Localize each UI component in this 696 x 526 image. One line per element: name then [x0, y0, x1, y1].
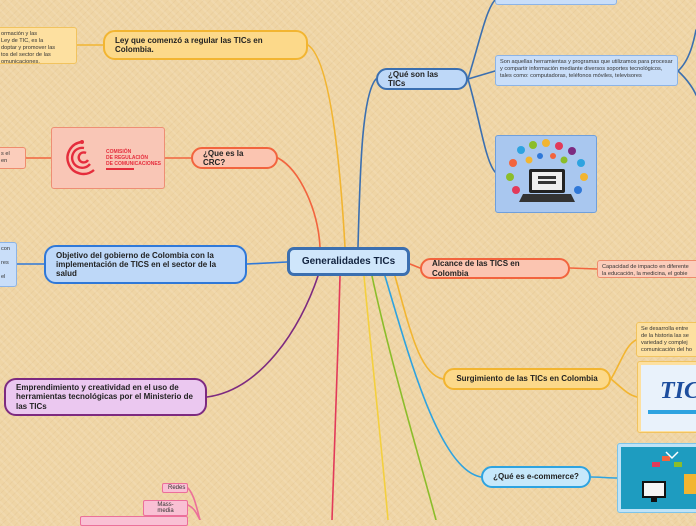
branch-surgimiento[interactable]: Surgimiento de las TICs en Colombia [443, 368, 611, 390]
link-que-son-right [677, 29, 696, 72]
branch-emprendimiento-label: Emprendimiento y creatividad en el uso d… [16, 383, 193, 411]
branch-emprendimiento[interactable]: Emprendimiento y creatividad en el uso d… [4, 378, 207, 416]
note-alcance: Capacidad de impacto en diferente la edu… [597, 260, 696, 278]
link-que-son-note-top [467, 0, 496, 80]
link-ley [307, 44, 346, 248]
branch-crc-label: ¿Que es la CRC? [203, 148, 244, 167]
branch-alcance-label: Alcance de las TICS en Colombia [432, 259, 520, 278]
branch-objetivo[interactable]: Objetivo del gobierno de Colombia con la… [44, 245, 247, 284]
branch-ecommerce-label: ¿Qué es e-commerce? [493, 472, 579, 482]
link-que-son-image [467, 78, 496, 173]
link-surgimiento-note [610, 339, 637, 380]
crc-logo-icon: COMISIÓN DE REGULACIÓN DE COMUNICACIONES [66, 140, 162, 176]
branch-que-son-label: ¿Qué son las TICs [388, 69, 439, 88]
link-crc [277, 157, 321, 248]
link-green [371, 275, 437, 520]
central-topic[interactable]: Generalidades TICs [287, 247, 410, 276]
tics-icons-image [495, 135, 597, 213]
ecommerce-cart-icon [621, 447, 696, 509]
link-que-son [357, 78, 377, 248]
tag-redes[interactable]: Redes [162, 483, 188, 493]
note-crc: s el en [0, 147, 26, 169]
note-objetivo: con res el [0, 242, 17, 287]
crc-logo-line3: DE COMUNICACIONES [106, 161, 162, 167]
link-que-son-right2 [677, 70, 696, 96]
branch-ley-label: Ley que comenzó a regular las TICs en Co… [115, 35, 263, 54]
link-objetivo [246, 261, 288, 265]
branch-alcance[interactable]: Alcance de las TICS en Colombia [420, 258, 570, 279]
note-ley: ormación y las Ley de TIC, es la doptar … [0, 27, 77, 64]
link-surgimiento-img [610, 378, 638, 398]
link-alcance [409, 263, 421, 269]
link-emprendimiento [206, 275, 319, 398]
tag-partial[interactable] [80, 516, 188, 526]
link-alcance-note [569, 267, 598, 270]
tag-mass-media[interactable]: Mass- media [143, 500, 188, 516]
crc-logo-line1: COMISIÓN [106, 147, 132, 155]
note-que-son: Son aquellas herramientas y programas qu… [495, 55, 678, 86]
tic-image-text: TIC [660, 378, 696, 404]
branch-surgimiento-label: Surgimiento de las TICs en Colombia [456, 374, 598, 384]
branch-que-son[interactable]: ¿Qué son las TICs [376, 68, 468, 90]
laptop-apps-icon [506, 139, 588, 202]
note-top-partial [495, 0, 617, 5]
link-ecommerce-img [590, 476, 618, 479]
crc-logo-image: COMISIÓN DE REGULACIÓN DE COMUNICACIONES [51, 127, 165, 189]
note-surgimiento: Se desarrolla entre de la historia las s… [636, 322, 696, 357]
central-topic-label: Generalidades TICs [301, 255, 396, 267]
branch-ecommerce[interactable]: ¿Qué es e-commerce? [481, 466, 591, 488]
branch-ley[interactable]: Ley que comenzó a regular las TICs en Co… [103, 30, 308, 60]
link-ecommerce [384, 275, 482, 478]
branch-objetivo-label: Objetivo del gobierno de Colombia con la… [56, 250, 217, 279]
link-yellow-down [363, 275, 389, 520]
link-surgimiento [394, 275, 444, 380]
branch-crc[interactable]: ¿Que es la CRC? [191, 147, 278, 169]
tic-image: TIC [637, 361, 696, 433]
crc-logo-line2: DE REGULACIÓN [106, 153, 148, 161]
link-tags2 [187, 504, 201, 520]
ecommerce-image [617, 443, 696, 513]
link-red-down [331, 275, 341, 520]
link-que-son-note [467, 70, 496, 80]
